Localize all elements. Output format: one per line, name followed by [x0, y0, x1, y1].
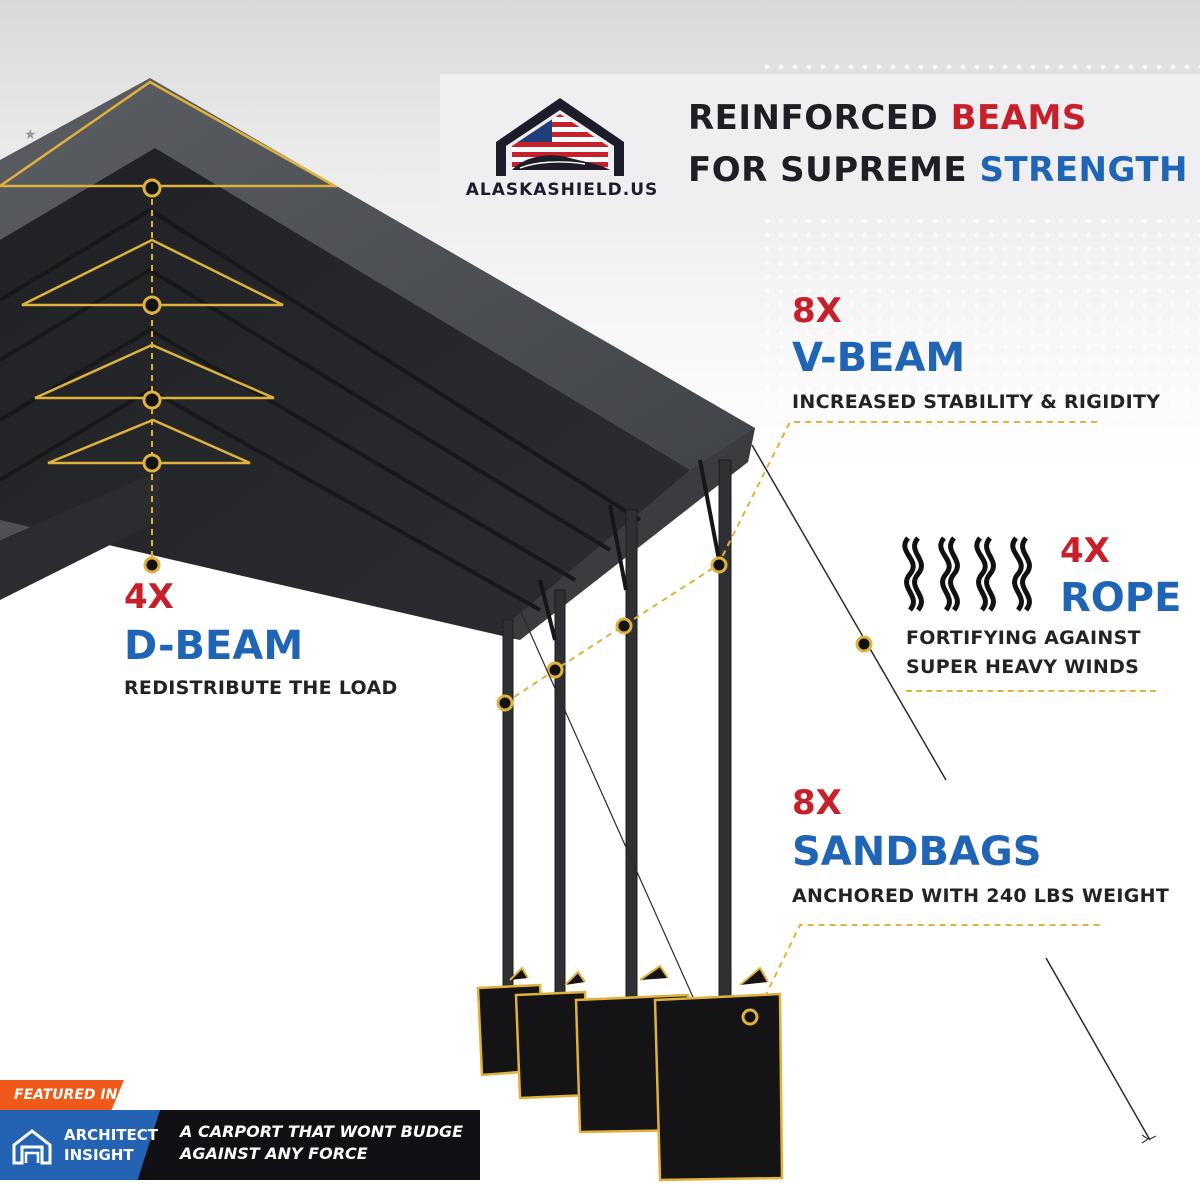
rope-divider: [906, 690, 1156, 692]
brand-name: ALASKASHIELD.US: [465, 180, 659, 200]
feature-v-beam: 8X V-BEAM INCREASED STABILITY & RIGIDITY: [792, 294, 1160, 417]
feature-name: ROPE: [1060, 575, 1182, 621]
headline-highlight: STRENGTH: [979, 150, 1188, 190]
feature-sandbags: 8X SANDBAGS ANCHORED WITH 240 LBS WEIGHT: [792, 786, 1169, 911]
tagline-line-2: AGAINST ANY FORCE: [180, 1143, 368, 1163]
svg-text:★: ★: [24, 127, 37, 143]
publication-name-line-1: ARCHITECT: [64, 1126, 159, 1144]
feature-count: 8X: [792, 291, 842, 331]
feature-count: 4X: [124, 577, 174, 617]
publication-name: ARCHITECT INSIGHT: [64, 1125, 158, 1166]
feature-d-beam: 4X D-BEAM REDISTRIBUTE THE LOAD: [124, 580, 398, 703]
feature-count: 8X: [792, 783, 842, 823]
house-icon: [12, 1129, 52, 1165]
feature-name: V-BEAM: [792, 335, 966, 381]
headline-highlight: BEAMS: [950, 98, 1087, 138]
headline-line-2: FOR SUPREME STRENGTH: [688, 150, 1188, 190]
carport-logo-icon: ★ ★ ★ ★ ★ ★ ★: [496, 98, 624, 176]
headline-text: FOR SUPREME: [688, 150, 980, 190]
feature-description: ANCHORED WITH 240 LBS WEIGHT: [792, 885, 1170, 907]
rope-coil-icon: [902, 536, 1032, 612]
feature-name: SANDBAGS: [792, 829, 1042, 875]
publication-name-line-2: INSIGHT: [64, 1146, 134, 1165]
feature-description: INCREASED STABILITY & RIGIDITY: [792, 391, 1161, 413]
feature-description: FORTIFYING AGAINST: [906, 627, 1141, 649]
feature-count: 4X: [1060, 531, 1110, 571]
headline-text: REINFORCED: [688, 98, 951, 138]
tagline-line-1: A CARPORT THAT WONT BUDGE: [180, 1122, 464, 1141]
canopy-underside: [0, 148, 690, 640]
feature-rope-description: FORTIFYING AGAINST SUPER HEAVY WINDS: [906, 624, 1141, 683]
feature-name: D-BEAM: [124, 623, 304, 669]
featured-in-tag: FEATURED IN: [0, 1080, 124, 1110]
tagline: A CARPORT THAT WONT BUDGE AGAINST ANY FO…: [180, 1121, 480, 1164]
publication-logo: [0, 1110, 160, 1180]
feature-description: SUPER HEAVY WINDS: [906, 656, 1140, 679]
headline-line-1: REINFORCED BEAMS: [688, 98, 1087, 138]
feature-description: REDISTRIBUTE THE LOAD: [124, 677, 398, 699]
sandbags-group: [476, 964, 784, 1182]
feature-rope-heading: 4X ROPE: [1060, 534, 1181, 618]
